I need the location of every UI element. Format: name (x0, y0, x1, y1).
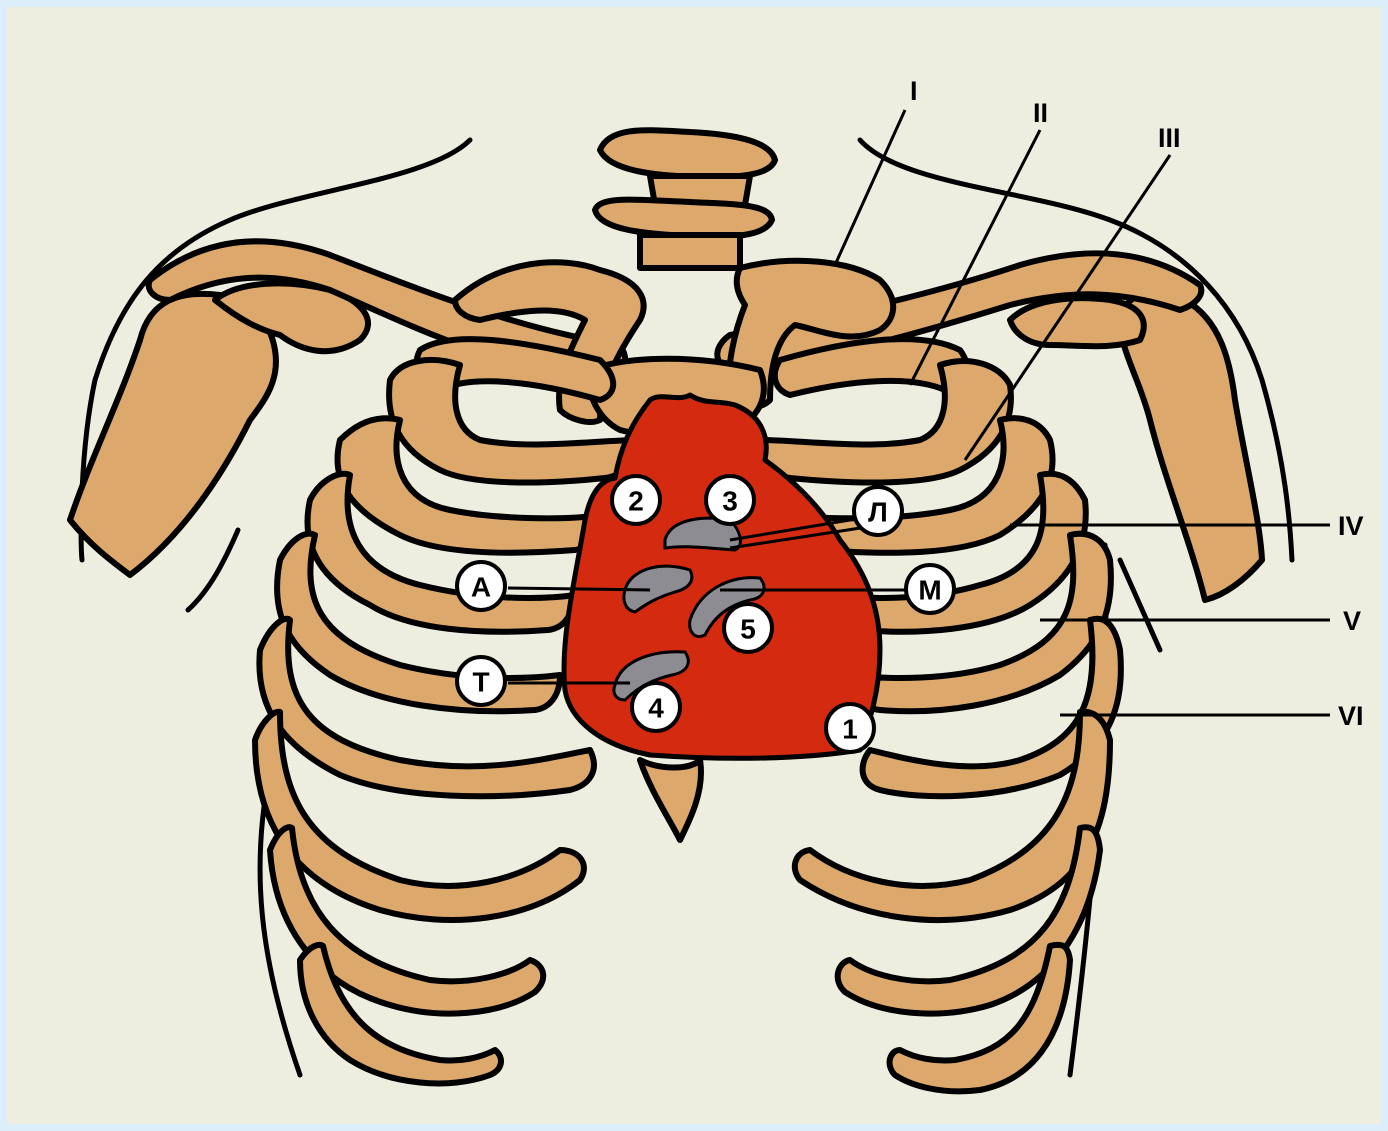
marker-2: 2 (612, 476, 660, 524)
cervical-spine (595, 130, 775, 268)
marker-4: 4 (632, 683, 680, 731)
chest-diagram: 1 2 3 4 5 Л А М Т I II III IV V VI (7, 7, 1381, 1124)
rib-label-vi: VI (1338, 701, 1364, 731)
svg-text:Л: Л (868, 497, 888, 528)
marker-m: М (906, 565, 954, 613)
svg-text:Т: Т (472, 667, 489, 698)
marker-a: А (457, 562, 505, 610)
marker-t: Т (457, 657, 505, 705)
rib-label-iii: III (1158, 123, 1181, 153)
rib-label-iv: IV (1338, 511, 1364, 541)
svg-text:М: М (918, 575, 941, 606)
svg-text:1: 1 (842, 714, 858, 745)
rib-label-v: V (1343, 606, 1361, 636)
marker-3: 3 (706, 476, 754, 524)
svg-text:4: 4 (648, 693, 664, 724)
svg-text:5: 5 (740, 614, 756, 645)
svg-text:А: А (471, 572, 491, 603)
svg-text:3: 3 (722, 486, 738, 517)
svg-text:2: 2 (628, 486, 644, 517)
diagram-canvas: 1 2 3 4 5 Л А М Т I II III IV V VI (7, 7, 1381, 1124)
marker-l: Л (854, 487, 902, 535)
rib-label-i: I (910, 76, 918, 106)
rib-label-ii: II (1033, 98, 1048, 128)
marker-1: 1 (826, 704, 874, 752)
marker-5: 5 (724, 604, 772, 652)
